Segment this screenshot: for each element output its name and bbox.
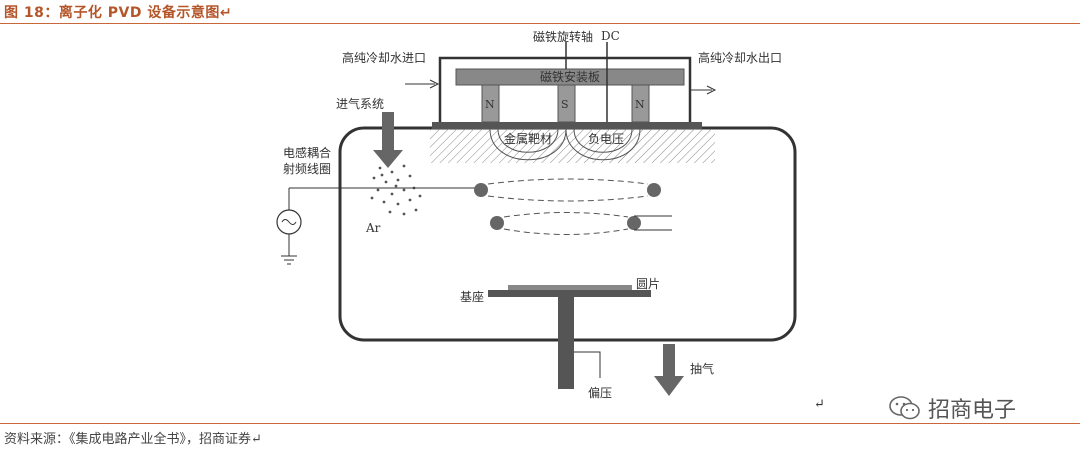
pedestal-plate (488, 290, 651, 297)
wechat-icon (889, 396, 920, 420)
argon-particles (370, 164, 422, 216)
coil-lower-dash-top (503, 212, 629, 218)
wafer (508, 285, 632, 290)
coil-upper-dash-bottom (487, 195, 649, 202)
bias-wire (574, 351, 601, 378)
magnetic-field-arc-left (489, 128, 567, 161)
target-material-region (430, 129, 715, 163)
gas-inlet-label: 进气系统 (336, 96, 384, 111)
negative-voltage-label: 负电压 (588, 132, 624, 146)
watermark-text: 招商电子 (928, 398, 1017, 423)
metal-target-label: 金属靶材 (504, 131, 552, 146)
magnet-n-left-label: N (485, 98, 495, 111)
coil-label-line2: 射频线圈 (283, 161, 331, 176)
coil-lower-left (490, 216, 504, 230)
gas-inlet-arrow-shaft (382, 112, 394, 150)
return-mark: ↵ (814, 397, 825, 412)
watermark: 招商电子 (888, 392, 1016, 424)
dc-label: DC (601, 29, 620, 43)
magnetic-field-arc-right (565, 128, 641, 161)
coil-upper-dash-top (487, 178, 649, 185)
bias-label: 偏压 (588, 385, 612, 400)
figure-title: 图 18：离子化 PVD 设备示意图↵ (4, 5, 233, 21)
exhaust-arrowhead (654, 376, 684, 396)
source-note: 资料来源：《集成电路产业全书》，招商证券↵ (4, 432, 262, 447)
magnet-n-right-label: N (635, 98, 645, 111)
wafer-label: 圆片 (636, 277, 660, 291)
backing-plate (432, 122, 702, 129)
magnet-n-right (631, 84, 650, 123)
coil-lower-dash-bottom (503, 228, 629, 235)
gas-inlet-arrowhead (373, 150, 403, 168)
magnet-s-center (557, 84, 576, 123)
coil-upper-right (647, 183, 661, 197)
magnetic-field-arc-right-inner (573, 128, 633, 153)
coil-lower-right (627, 216, 641, 230)
magnetic-field-arc-left-inner (497, 128, 559, 153)
title-divider (0, 23, 1080, 24)
water-outlet-label: 高纯冷却水出口 (698, 50, 782, 65)
argon-label: Ar (365, 221, 381, 235)
footer-divider (0, 423, 1080, 424)
rf-source-wave (281, 219, 297, 225)
water-outlet-arrowhead (706, 85, 717, 95)
magnet-mounting-plate-label: 磁铁安装板 (540, 69, 600, 84)
coil-label-line1: 电感耦合 (283, 145, 331, 160)
water-inlet-label: 高纯冷却水进口 (342, 50, 426, 65)
exhaust-arrow-shaft (663, 344, 675, 376)
pedestal-label: 基座 (460, 289, 484, 304)
magnet-s-center-label: S (561, 98, 569, 111)
water-inlet-arrowhead (429, 79, 440, 89)
pedestal-stem (558, 297, 574, 389)
magnet-n-left (481, 84, 500, 123)
exhaust-label: 抽气 (690, 361, 714, 376)
magnet-rotation-axis-label: 磁铁旋转轴 (533, 29, 593, 44)
coil-upper-left (474, 183, 488, 197)
